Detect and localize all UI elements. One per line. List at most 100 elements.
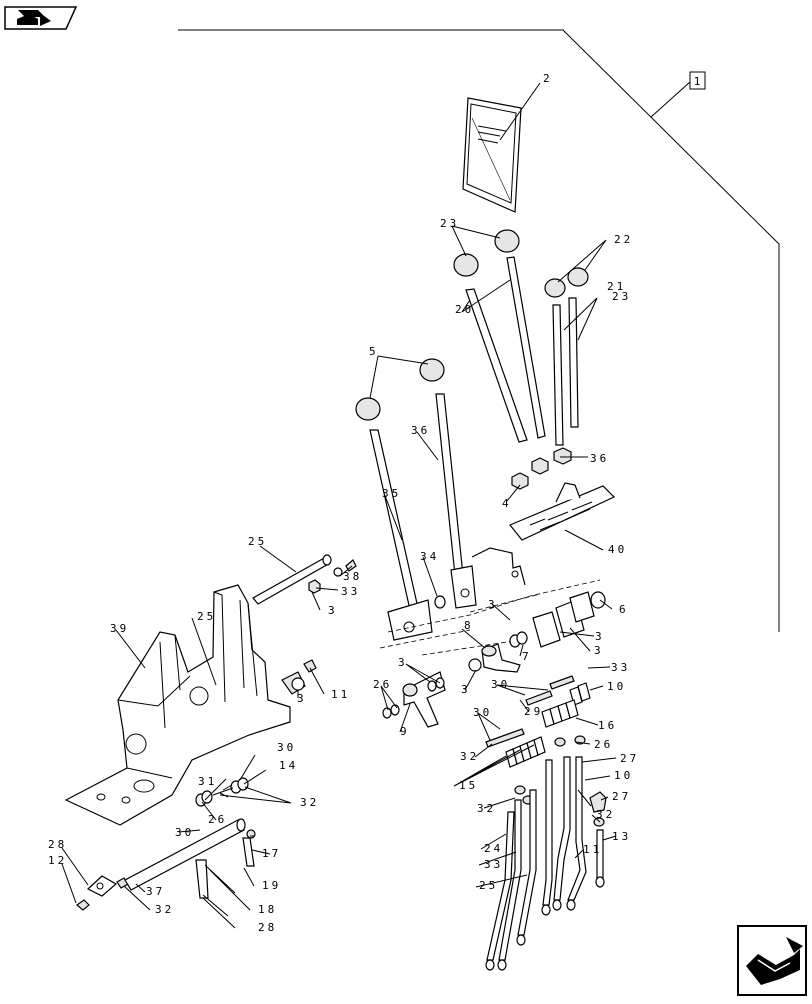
lever-base bbox=[450, 565, 477, 609]
callout-number[interactable]: 27 bbox=[612, 790, 631, 803]
book-arrow-icon[interactable] bbox=[4, 6, 78, 30]
callout-number[interactable]: 14 bbox=[279, 759, 298, 772]
callout-number[interactable]: 33 bbox=[341, 585, 360, 598]
frame-line bbox=[178, 29, 780, 632]
callout-number[interactable]: 16 bbox=[598, 719, 617, 732]
callout-number[interactable]: 4 bbox=[502, 497, 512, 510]
callout-number[interactable]: 39 bbox=[110, 622, 129, 635]
nut bbox=[553, 447, 572, 465]
hole bbox=[96, 882, 104, 890]
callout-number[interactable]: 3 bbox=[461, 683, 471, 696]
lever-rod bbox=[506, 256, 546, 439]
pivot bbox=[481, 645, 497, 657]
callout-number[interactable]: 32 bbox=[596, 808, 615, 821]
hole bbox=[511, 570, 519, 578]
return-arrow-icon[interactable] bbox=[737, 925, 807, 996]
centerline bbox=[379, 579, 601, 656]
pivot-hole bbox=[291, 677, 305, 691]
callout-number[interactable]: 26 bbox=[208, 813, 227, 826]
washer bbox=[427, 680, 437, 692]
shaft bbox=[252, 556, 331, 605]
callout-number[interactable]: 26 bbox=[373, 678, 392, 691]
nut bbox=[531, 457, 549, 475]
callout-number[interactable]: 40 bbox=[608, 543, 627, 556]
callout-number[interactable]: 26 bbox=[594, 738, 613, 751]
knob bbox=[355, 397, 381, 421]
callout-number[interactable]: 36 bbox=[411, 424, 430, 437]
callout-number[interactable]: 20 bbox=[455, 303, 474, 316]
callout-number[interactable]: 21 bbox=[607, 280, 626, 293]
callout-number[interactable]: 10 bbox=[614, 769, 633, 782]
callout-number[interactable]: 34 bbox=[420, 550, 439, 563]
callout-number[interactable]: 25 bbox=[197, 610, 216, 623]
callout-number[interactable]: 17 bbox=[262, 847, 281, 860]
callout-number[interactable]: 12 bbox=[48, 854, 67, 867]
callout-number[interactable]: 3 bbox=[398, 656, 408, 669]
callout-number[interactable]: 32 bbox=[477, 802, 496, 815]
callout-number[interactable]: 9 bbox=[400, 725, 410, 738]
callout-number[interactable]: 11 bbox=[331, 688, 350, 701]
washer bbox=[333, 567, 343, 577]
callout-number[interactable]: 37 bbox=[146, 885, 165, 898]
washer bbox=[516, 631, 528, 645]
callout-number[interactable]: 30 bbox=[175, 826, 194, 839]
nut bbox=[514, 785, 526, 795]
callout-number[interactable]: 32 bbox=[460, 750, 479, 763]
washer bbox=[434, 595, 446, 609]
callout-number[interactable]: 19 bbox=[262, 879, 281, 892]
callout-number[interactable]: 3 bbox=[594, 644, 604, 657]
shaft-end bbox=[236, 818, 246, 832]
callout-number[interactable]: 28 bbox=[258, 921, 277, 934]
callout-number[interactable]: 11 bbox=[583, 843, 602, 856]
shaft-end bbox=[322, 554, 332, 566]
callout-number[interactable]: 30 bbox=[277, 741, 296, 754]
callout-number[interactable]: 3 bbox=[328, 604, 338, 617]
gear-gate-plate bbox=[509, 482, 616, 541]
manual-booklet bbox=[462, 97, 522, 213]
callout-number[interactable]: 6 bbox=[619, 603, 629, 616]
callout-number[interactable]: 15 bbox=[459, 779, 478, 792]
callout-number[interactable]: 29 bbox=[524, 705, 543, 718]
clevis-rod bbox=[242, 837, 255, 867]
callout-number[interactable]: 23 bbox=[612, 290, 631, 303]
callout-number[interactable]: 24 bbox=[484, 842, 503, 855]
callout-number[interactable]: 3 bbox=[297, 692, 307, 705]
callout-number[interactable]: 30 bbox=[491, 678, 510, 691]
callout-number[interactable]: 31 bbox=[198, 775, 217, 788]
assembly-box bbox=[689, 71, 706, 90]
washer bbox=[201, 790, 213, 804]
callout-number[interactable]: 25 bbox=[248, 535, 267, 548]
callout-number[interactable]: 7 bbox=[522, 650, 532, 663]
callout-number[interactable]: 38 bbox=[343, 570, 362, 583]
clevis-group bbox=[505, 682, 591, 768]
clevis-rod bbox=[195, 859, 209, 899]
nut bbox=[554, 737, 566, 747]
callout-number[interactable]: 22 bbox=[614, 233, 633, 246]
callout-number[interactable]: 3 bbox=[488, 598, 498, 611]
nut bbox=[511, 472, 529, 490]
callout-number[interactable]: 8 bbox=[464, 619, 474, 632]
nut bbox=[246, 829, 256, 839]
callout-number[interactable]: 33 bbox=[611, 661, 630, 674]
assembly-leader bbox=[650, 81, 691, 118]
link bbox=[532, 611, 561, 648]
callout-number[interactable]: 5 bbox=[369, 345, 379, 358]
callout-number[interactable]: 32 bbox=[155, 903, 174, 916]
callout-number[interactable]: 33 bbox=[484, 858, 503, 871]
callout-number[interactable]: 36 bbox=[590, 452, 609, 465]
callout-number[interactable]: 23 bbox=[440, 217, 459, 230]
callout-number[interactable]: 2 bbox=[543, 72, 553, 85]
callout-number[interactable]: 25 bbox=[479, 879, 498, 892]
callout-number[interactable]: 18 bbox=[258, 903, 277, 916]
callout-number[interactable]: 13 bbox=[612, 830, 631, 843]
callout-number[interactable]: 35 bbox=[382, 487, 401, 500]
callout-number[interactable]: 10 bbox=[607, 680, 626, 693]
callout-number[interactable]: 28 bbox=[48, 838, 67, 851]
washer bbox=[237, 777, 249, 791]
lever-rod bbox=[568, 297, 579, 428]
callout-number[interactable]: 27 bbox=[620, 752, 639, 765]
callout-number[interactable]: 30 bbox=[473, 706, 492, 719]
callout-number[interactable]: 32 bbox=[300, 796, 319, 809]
callout-number[interactable]: 3 bbox=[595, 630, 605, 643]
